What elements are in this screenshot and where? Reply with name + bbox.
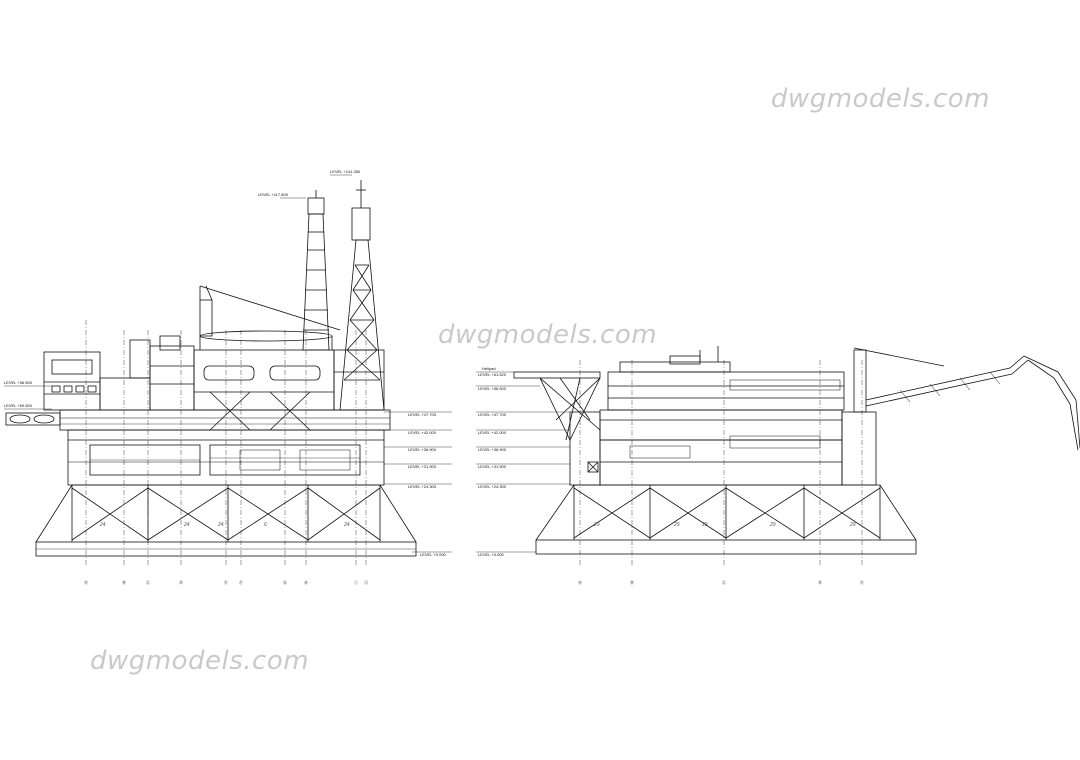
right-level-label: LEVEL +56.500 xyxy=(478,386,507,391)
left-axis-label: Ⓕ xyxy=(239,579,243,585)
right-bay-label: 29 xyxy=(769,522,776,528)
left-level-lines xyxy=(4,385,452,553)
watermark-top-right: dwgmodels.com xyxy=(770,84,990,114)
left-axis-label: Ⓘ xyxy=(354,579,358,585)
right-level-label: LEVEL +31.900 xyxy=(478,464,507,469)
left-bay-label: 6 xyxy=(264,522,267,528)
watermark-bottom-left: dwgmodels.com xyxy=(90,646,310,676)
right-level-label: LEVEL +42.000 xyxy=(478,430,507,435)
right-elevation xyxy=(476,346,1080,566)
left-level-label: LEVEL +24.300 xyxy=(408,484,437,489)
right-bay-label: 29 xyxy=(849,522,856,528)
left-level-label: LEVEL +60.500 xyxy=(4,403,33,408)
right-axis-label: Ⓔ xyxy=(860,579,864,585)
right-level-label: LEVEL +61.520 xyxy=(478,372,507,377)
left-axis-label: Ⓒ xyxy=(146,579,150,585)
left-level-label: LEVEL +0.000 xyxy=(420,552,447,557)
left-axis-label: Ⓗ xyxy=(304,579,308,585)
left-level-label: LEVEL +36.900 xyxy=(408,447,437,452)
left-bay-label: 24 xyxy=(217,522,224,528)
right-pontoon xyxy=(535,484,917,555)
right-axis-label: Ⓐ xyxy=(578,579,582,585)
left-level-label: LEVEL +31.900 xyxy=(408,464,437,469)
right-bay-label: 29 xyxy=(701,522,708,528)
left-axis-label: Ⓐ xyxy=(84,579,88,585)
left-derrick-2 xyxy=(339,180,385,411)
right-helideck xyxy=(513,371,601,441)
tower-label-2: LEVEL +141.350 xyxy=(330,169,361,174)
right-deck xyxy=(599,346,845,441)
left-axis-label: Ⓔ xyxy=(224,579,228,585)
left-axis-lines xyxy=(85,320,367,566)
watermark-center: dwgmodels.com xyxy=(438,320,658,350)
left-level-label: LEVEL +47.700 xyxy=(408,412,437,417)
left-axis-label: Ⓓ xyxy=(179,579,183,585)
left-axis-label: Ⓙ xyxy=(364,579,368,585)
helipad-label: Helipad xyxy=(482,366,496,371)
left-bay-label: 24 xyxy=(183,522,190,528)
right-columns xyxy=(569,411,877,486)
left-axis-label: Ⓑ xyxy=(122,579,126,585)
right-axis-label: Ⓓ xyxy=(818,579,822,585)
right-axis-lines xyxy=(579,360,863,566)
left-level-label: LEVEL +56.500 xyxy=(4,380,33,385)
tower-label-1: LEVEL +117.800 xyxy=(258,192,289,197)
left-bay-label: 24 xyxy=(99,522,106,528)
left-bay-label: 24 xyxy=(343,522,350,528)
right-level-label: LEVEL +24.300 xyxy=(478,484,507,489)
right-flare-boom xyxy=(853,347,1080,451)
left-deck xyxy=(5,330,391,431)
right-axis-label: Ⓑ xyxy=(630,579,634,585)
left-derrick-1 xyxy=(302,190,330,351)
left-axis-label: Ⓖ xyxy=(283,579,287,585)
right-level-label: LEVEL +0.000 xyxy=(478,552,505,557)
right-level-label: LEVEL +47.700 xyxy=(478,412,507,417)
right-level-label: LEVEL +36.900 xyxy=(478,447,507,452)
right-axis-label: Ⓒ xyxy=(722,579,726,585)
right-bay-label: 29 xyxy=(593,522,600,528)
right-level-lines xyxy=(476,371,570,553)
left-crane xyxy=(199,285,341,337)
right-bay-label: 29 xyxy=(673,522,680,528)
left-level-label: LEVEL +42.000 xyxy=(408,430,437,435)
left-elevation xyxy=(4,174,452,566)
